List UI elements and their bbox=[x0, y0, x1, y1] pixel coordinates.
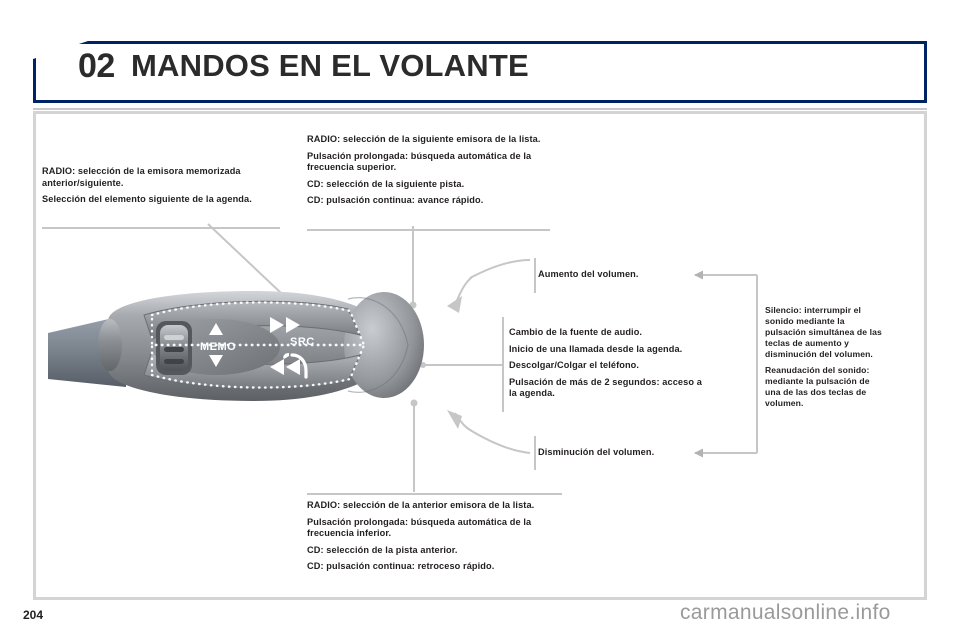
chapter-number: 02 bbox=[78, 47, 115, 85]
audio-source-line-3: Descolgar/Colgar el teléfono. bbox=[509, 360, 640, 371]
next-track-line-3: CD: selección de la siguiente pista. bbox=[307, 178, 465, 189]
site-watermark: carmanualsonline.info bbox=[680, 601, 891, 624]
scroll-roller-icon bbox=[156, 321, 192, 375]
text-block-mute: Silencio: interrumpir el sonido mediante… bbox=[765, 305, 883, 409]
page-title: MANDOS EN EL VOLANTE bbox=[131, 48, 529, 83]
header-divider-rule bbox=[33, 108, 927, 110]
chapter-header-banner bbox=[33, 41, 927, 103]
text-block-next-track: RADIO: selección de la siguiente emisora… bbox=[307, 134, 550, 207]
label-volume-up: Aumento del volumen. bbox=[538, 269, 639, 279]
label-volume-down: Disminución del volumen. bbox=[538, 447, 655, 457]
radio-preset-line-2: Selección del elemento siguiente de la a… bbox=[42, 194, 252, 205]
text-block-previous-track: RADIO: selección de la anterior emisora … bbox=[307, 500, 557, 573]
forward-double-arrow-icon bbox=[270, 317, 300, 333]
radio-preset-line-1: RADIO: selección de la emisora memorizad… bbox=[42, 166, 241, 188]
text-block-audio-source: Cambio de la fuente de audio. Inicio de … bbox=[509, 327, 705, 400]
next-track-line-2: Pulsación prolongada: búsqueda automátic… bbox=[307, 150, 532, 173]
audio-source-line-4: Pulsación de más de 2 segundos: acceso a… bbox=[509, 376, 702, 399]
mute-line-1: Silencio: interrumpir el sonido mediante… bbox=[765, 305, 882, 359]
next-track-line-4: CD: pulsación continua: avance rápido. bbox=[307, 195, 484, 206]
page-number: 204 bbox=[23, 608, 44, 622]
content-frame bbox=[33, 111, 927, 600]
next-track-line-1: RADIO: selección de la siguiente emisora… bbox=[307, 134, 541, 144]
previous-track-line-1: RADIO: selección de la anterior emisora … bbox=[307, 500, 535, 510]
previous-track-line-3: CD: selección de la pista anterior. bbox=[307, 544, 458, 555]
memo-label: MEMO bbox=[200, 341, 236, 353]
control-stalk-illustration: MEMO SRC bbox=[48, 255, 468, 435]
triangle-down-icon bbox=[209, 355, 223, 367]
memo-label-group: MEMO bbox=[200, 323, 236, 367]
previous-track-line-2: Pulsación prolongada: búsqueda automátic… bbox=[307, 516, 532, 539]
audio-source-line-2: Inicio de una llamada desde la agenda. bbox=[509, 343, 683, 354]
previous-track-line-4: CD: pulsación continua: retroceso rápido… bbox=[307, 561, 495, 572]
mute-line-2: Reanudación del sonido: mediante la puls… bbox=[765, 365, 870, 408]
phone-handset-icon bbox=[283, 353, 308, 379]
audio-source-line-1: Cambio de la fuente de audio. bbox=[509, 327, 643, 337]
text-block-radio-preset: RADIO: selección de la emisora memorizad… bbox=[42, 166, 280, 206]
triangle-up-icon bbox=[209, 323, 223, 335]
backward-double-arrow-icon bbox=[270, 359, 300, 375]
src-label: SRC bbox=[290, 336, 315, 348]
